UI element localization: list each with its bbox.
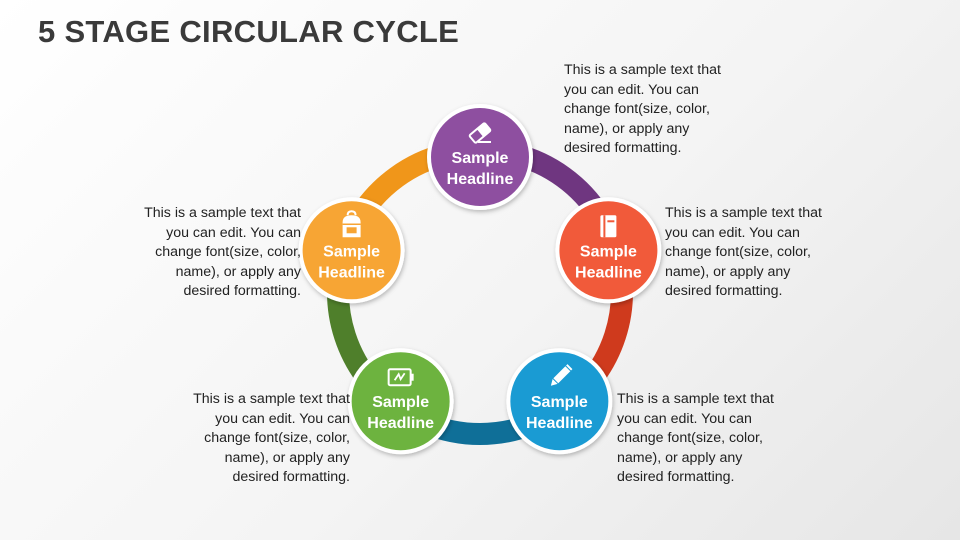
text-line: name), or apply any bbox=[224, 449, 350, 466]
stage-headline-line1: Sample bbox=[323, 243, 380, 260]
text-line: you can edit. You can bbox=[665, 224, 800, 241]
text-line: desired formatting. bbox=[232, 469, 351, 485]
text-line: desired formatting. bbox=[564, 140, 682, 156]
stage-headline-line2: Headline bbox=[575, 264, 642, 281]
stage-circle bbox=[351, 352, 450, 451]
stage-2-description: This is a sample text that you can edit.… bbox=[665, 204, 845, 302]
stage-headline-line2: Headline bbox=[367, 415, 434, 432]
stage-circle bbox=[510, 352, 609, 451]
text-line: change font(size, color, bbox=[665, 244, 811, 260]
text-line: change font(size, color, bbox=[617, 430, 763, 446]
stage-3-description: This is a sample text that you can edit.… bbox=[617, 390, 797, 488]
text-line: name), or apply any bbox=[617, 449, 743, 466]
book-icon bbox=[600, 215, 617, 238]
stage-5-description: This is a sample text that you can edit.… bbox=[121, 204, 301, 302]
battery-icon bbox=[387, 368, 414, 387]
stage-headline-line1: Sample bbox=[452, 150, 509, 167]
stage-circle bbox=[559, 201, 658, 300]
page-title: 5 STAGE CIRCULAR CYCLE bbox=[38, 14, 460, 49]
stage-circle bbox=[431, 108, 529, 206]
text-line: change font(size, color, bbox=[204, 430, 350, 446]
text-line: This is a sample text that bbox=[564, 62, 721, 78]
text-line: you can edit. You can bbox=[215, 410, 350, 427]
backpack-icon bbox=[342, 210, 361, 238]
text-line: change font(size, color, bbox=[564, 101, 710, 117]
stage-headline-line2: Headline bbox=[526, 415, 593, 432]
stage-headline-line2: Headline bbox=[318, 264, 385, 281]
text-line: desired formatting. bbox=[665, 283, 783, 299]
pencil-icon bbox=[550, 364, 573, 386]
text-line: name), or apply any bbox=[665, 263, 791, 280]
text-line: name), or apply any bbox=[564, 120, 690, 137]
text-line: This is a sample text that bbox=[193, 391, 350, 407]
text-line: desired formatting. bbox=[183, 283, 302, 299]
text-line: This is a sample text that bbox=[144, 205, 301, 221]
stage-headline-line1: Sample bbox=[372, 394, 429, 411]
stage-4-description: This is a sample text that you can edit.… bbox=[170, 390, 350, 488]
stage-1-description: This is a sample text that you can edit.… bbox=[564, 61, 744, 159]
text-line: name), or apply any bbox=[175, 263, 301, 280]
stage-headline-line2: Headline bbox=[447, 171, 514, 188]
text-line: desired formatting. bbox=[617, 469, 735, 485]
eraser-icon bbox=[468, 122, 492, 144]
cycle-nodes: SampleHeadlineSampleHeadlineSampleHeadli… bbox=[298, 104, 662, 455]
text-line: This is a sample text that bbox=[665, 205, 822, 221]
text-line: This is a sample text that bbox=[617, 391, 774, 407]
text-line: you can edit. You can bbox=[564, 81, 699, 98]
text-line: change font(size, color, bbox=[155, 244, 301, 260]
stage-circle bbox=[302, 201, 401, 300]
stage-headline-line1: Sample bbox=[580, 243, 637, 260]
stage-headline-line1: Sample bbox=[531, 394, 588, 411]
text-line: you can edit. You can bbox=[617, 410, 752, 427]
text-line: you can edit. You can bbox=[166, 224, 301, 241]
